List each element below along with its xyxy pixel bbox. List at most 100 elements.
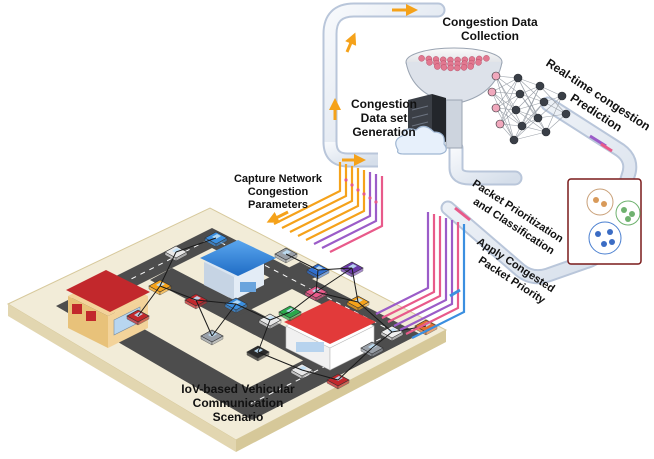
nn-node — [541, 127, 551, 137]
v2v-link — [175, 237, 217, 253]
data-point-dot — [447, 64, 454, 72]
nn-connection — [499, 77, 519, 125]
vehicle — [326, 373, 350, 390]
cloud-icon — [395, 125, 447, 155]
store-building — [200, 240, 276, 300]
label-collection-line1: Congestion Data — [442, 15, 538, 29]
nn-connection — [495, 107, 515, 141]
label-capture-network: Capture Network Congestion Parameters — [234, 173, 323, 211]
label-dataset-line2: Data set — [361, 111, 408, 125]
nn-connection — [499, 93, 521, 125]
nn-connection — [545, 113, 567, 133]
nn-node — [539, 97, 549, 107]
nn-connection — [495, 75, 521, 95]
nn-connection — [491, 91, 521, 95]
v2v-link — [211, 303, 237, 337]
data-point-dot — [440, 64, 448, 71]
v2v-link — [371, 331, 393, 349]
nn-connection — [513, 117, 539, 141]
nn-node — [509, 135, 519, 145]
gas-station — [284, 300, 376, 371]
nn-connection — [513, 101, 545, 141]
v2v-link — [195, 299, 237, 305]
nn-connection — [517, 77, 545, 103]
nn-connection — [491, 91, 517, 111]
data-point-dot — [454, 64, 461, 72]
nn-connection — [519, 93, 547, 133]
label-collection-line2: Collection — [461, 29, 519, 43]
v2v-links — [137, 237, 427, 381]
data-point-dot — [426, 59, 433, 66]
vehicle — [164, 245, 188, 262]
v2v-link — [159, 285, 197, 301]
nn-connection — [545, 95, 563, 133]
vehicle — [278, 305, 302, 322]
nn-connection — [521, 101, 545, 127]
v2v-link — [285, 253, 319, 271]
nn-connection — [495, 107, 523, 127]
nn-connection — [513, 85, 541, 141]
nn-node — [561, 109, 571, 119]
nn-node — [517, 121, 527, 131]
label-scenario-line3: Scenario — [213, 410, 264, 424]
v2v-link — [257, 319, 271, 353]
nn-node — [511, 105, 521, 115]
data-point-dot — [418, 55, 425, 62]
label-congestion-data-set-generation: Congestion Data set Generation — [351, 97, 417, 139]
v2v-link — [257, 351, 303, 371]
v2v-link — [357, 301, 393, 333]
nn-connection — [495, 77, 519, 109]
cluster-icon — [567, 178, 642, 265]
v2v-link — [315, 269, 319, 293]
data-point-dot — [467, 63, 474, 70]
nn-node — [495, 119, 505, 129]
apply-flow-lines — [375, 212, 466, 339]
nn-connection — [515, 85, 541, 111]
capture-flow-lines — [266, 162, 384, 253]
nn-connection — [537, 95, 563, 119]
v2v-link — [315, 291, 359, 303]
v2v-link — [195, 299, 213, 337]
data-point-dot — [483, 55, 490, 62]
nn-node — [533, 113, 543, 123]
label-capture-line1: Capture Network — [234, 173, 323, 185]
nn-connection — [539, 85, 567, 115]
label-congestion-data-collection: Congestion Data Collection — [442, 15, 538, 43]
nn-node — [515, 89, 525, 99]
v2v-link — [337, 347, 373, 381]
nn-node — [513, 73, 523, 83]
satellite-dish-icon — [405, 47, 503, 149]
v2v-link — [137, 285, 161, 317]
nn-node — [535, 81, 545, 91]
data-point-dot — [475, 59, 482, 66]
label-scenario-line1: IoV-based Vehicular — [181, 382, 295, 396]
label-capture-line2: Congestion — [248, 186, 309, 198]
v2v-link — [159, 251, 177, 287]
nn-connection — [495, 75, 515, 141]
fire-station — [66, 270, 150, 348]
nn-connection — [495, 93, 521, 109]
nn-connection — [515, 109, 547, 133]
v2v-link — [289, 291, 317, 313]
data-point-dot — [460, 64, 468, 71]
v2v-link — [317, 267, 353, 271]
data-points — [418, 55, 490, 72]
label-scenario-line2: Communication — [193, 396, 284, 410]
v2v-link — [235, 303, 271, 321]
nn-connection — [515, 101, 545, 111]
label-capture-line3: Parameters — [248, 199, 308, 211]
nn-connection — [491, 77, 519, 93]
label-dataset-line3: Generation — [352, 125, 415, 139]
nn-connection — [537, 113, 567, 119]
nn-node — [491, 71, 501, 81]
label-dataset-line1: Congestion — [351, 97, 417, 111]
neural-network-icon — [487, 71, 571, 145]
nn-node — [487, 87, 497, 97]
nn-node — [557, 91, 567, 101]
v2v-link — [301, 369, 339, 381]
label-iov-scenario: IoV-based Vehicular Communication Scenar… — [181, 382, 295, 424]
v2v-link — [351, 267, 359, 303]
v2v-link — [315, 267, 353, 293]
